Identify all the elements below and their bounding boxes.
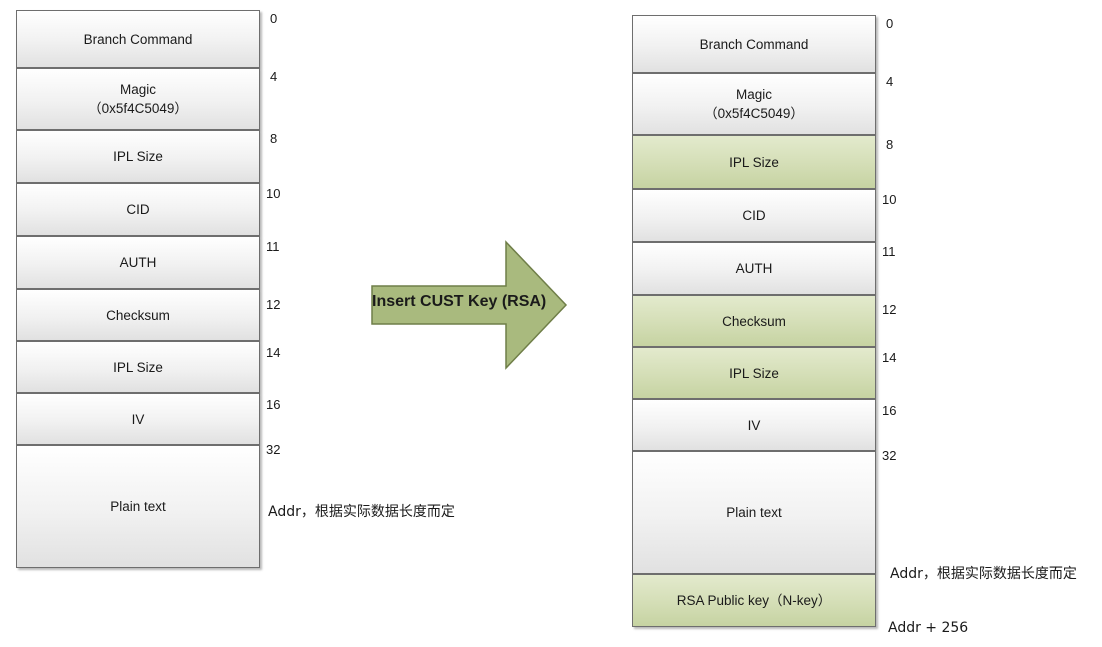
block-label: IPL Size <box>113 359 163 375</box>
left-block-ipl-size-2: IPL Size <box>16 341 260 393</box>
right-block-iv: IV <box>632 399 876 451</box>
block-label: Checksum <box>106 307 170 323</box>
block-label: Plain text <box>726 505 782 520</box>
right-block-plain-text: Plain text <box>632 451 876 574</box>
block-label: Magic <box>735 87 772 102</box>
block-label: Branch Command <box>83 31 193 47</box>
left-offset-label: 11 <box>266 239 280 254</box>
right-offset-label: 32 <box>882 448 897 463</box>
block-label: CID <box>126 202 150 217</box>
left-block-checksum: Checksum <box>16 289 260 341</box>
block-label: AUTH <box>735 261 773 276</box>
left-addr-note: Addr，根据实际数据长度而定 <box>268 504 455 520</box>
left-block-branch-command: Branch Command <box>16 10 260 68</box>
block-label: Branch Command <box>699 36 809 52</box>
block-label: IPL Size <box>113 149 163 164</box>
arrow-label: Insert CUST Key (RSA) <box>372 293 547 310</box>
left-offset-label: 14 <box>266 345 281 360</box>
right-memory-layout: Branch Command Magic （0x5f4C5049） IPL Si… <box>632 15 876 627</box>
block-label: AUTH <box>119 255 157 270</box>
left-offset-label: 32 <box>266 442 281 457</box>
right-block-rsa-public-key: RSA Public key（N-key） <box>632 574 876 627</box>
right-offset-label: 8 <box>886 137 894 152</box>
right-block-cid: CID <box>632 189 876 242</box>
right-block-ipl-size: IPL Size <box>632 135 876 189</box>
right-block-branch-command: Branch Command <box>632 15 876 73</box>
block-label: RSA Public key（N-key） <box>676 593 832 608</box>
block-sublabel: （0x5f4C5049） <box>704 106 804 121</box>
left-offset-label: 10 <box>266 186 281 201</box>
left-memory-layout: Branch Command Magic （0x5f4C5049） IPL Si… <box>16 10 260 568</box>
right-offset-label: 14 <box>882 350 897 365</box>
right-offset-label: 10 <box>882 192 897 207</box>
left-block-plain-text: Plain text <box>16 445 260 568</box>
right-arrow-shape <box>371 240 568 370</box>
left-offset-label: 12 <box>266 297 281 312</box>
right-block-ipl-size-2: IPL Size <box>632 347 876 399</box>
left-block-cid: CID <box>16 183 260 236</box>
block-sublabel: （0x5f4C5049） <box>88 101 188 116</box>
left-block-magic: Magic （0x5f4C5049） <box>16 68 260 130</box>
block-label: IPL Size <box>729 154 779 170</box>
left-offset-label: 8 <box>270 131 278 146</box>
left-offset-label: 16 <box>266 397 281 412</box>
block-label: CID <box>742 208 766 223</box>
left-block-ipl-size: IPL Size <box>16 130 260 183</box>
right-offset-label: 4 <box>886 74 894 89</box>
left-block-iv: IV <box>16 393 260 445</box>
right-end-note: Addr + 256 <box>888 620 969 636</box>
left-offset-label: 4 <box>270 69 278 84</box>
right-offset-label: 11 <box>882 244 896 259</box>
right-offset-label: 0 <box>886 16 894 31</box>
right-offset-label: 16 <box>882 403 897 418</box>
block-label: Checksum <box>722 313 786 329</box>
left-offset-label: 0 <box>270 11 278 26</box>
right-block-magic: Magic （0x5f4C5049） <box>632 73 876 135</box>
block-label: IV <box>747 417 761 433</box>
block-label: Plain text <box>110 499 166 514</box>
block-label: Magic <box>119 82 156 97</box>
block-label: IV <box>131 411 145 427</box>
left-block-auth: AUTH <box>16 236 260 289</box>
right-offset-label: 12 <box>882 302 897 317</box>
block-label: IPL Size <box>729 365 779 381</box>
right-addr-note: Addr，根据实际数据长度而定 <box>890 566 1077 582</box>
right-block-checksum: Checksum <box>632 295 876 347</box>
right-block-auth: AUTH <box>632 242 876 295</box>
